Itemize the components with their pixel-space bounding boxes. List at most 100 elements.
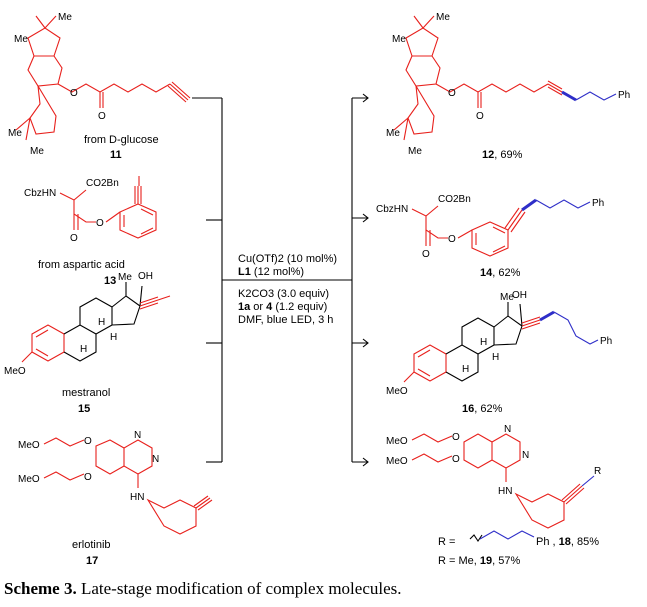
atom-label: R bbox=[594, 466, 601, 477]
atom-label: Me bbox=[118, 272, 132, 283]
gem-dimethyl bbox=[413, 15, 435, 29]
dioxolane-ring bbox=[405, 27, 439, 57]
atom-label: MeO bbox=[18, 440, 40, 451]
atom-label: OH bbox=[512, 290, 527, 301]
atom-label: N bbox=[152, 454, 159, 465]
ester-carbonyl bbox=[73, 214, 79, 230]
propyl-linker bbox=[535, 199, 591, 209]
atom-label: O bbox=[452, 432, 460, 443]
aniline-ring bbox=[146, 498, 197, 535]
product-label-14: 14, 62% bbox=[480, 267, 521, 279]
new-bond-highlight bbox=[539, 310, 555, 322]
reaction-conditions: Cu(OTf)2 (10 mol%) L1 (12 mol%) K2CO3 (3… bbox=[238, 253, 337, 326]
ethynyl bbox=[139, 295, 171, 310]
atom-label: H bbox=[480, 337, 487, 348]
atom-label: Me bbox=[8, 128, 22, 139]
atom-label: Ph bbox=[600, 336, 612, 347]
atom-label: H bbox=[98, 317, 105, 328]
methoxy-bond bbox=[403, 371, 415, 383]
benzene-ring bbox=[119, 203, 157, 239]
atom-label: O bbox=[448, 88, 456, 99]
compound-name: mestranol bbox=[62, 387, 110, 399]
atom-label: MeO bbox=[4, 366, 26, 377]
dioxolane-ring bbox=[27, 27, 61, 57]
atom-label: OH bbox=[138, 271, 153, 282]
reagent-text: 1a or 4 (1.2 equiv) bbox=[238, 301, 327, 313]
r-definition-18: Ph , 18, 85% bbox=[536, 536, 599, 548]
alkyne bbox=[167, 81, 191, 103]
atom-label: Me bbox=[408, 146, 422, 157]
atom-label: Ph bbox=[592, 198, 604, 209]
amino-acid-backbone bbox=[411, 205, 448, 239]
ligand-text: L1 (12 mol%) bbox=[238, 266, 304, 278]
wavy-attachment bbox=[469, 534, 483, 542]
benzyl-link bbox=[105, 211, 121, 223]
molecule-11: Me Me Me Me O O from D-glucose 11 bbox=[8, 12, 191, 161]
internal-alkyne bbox=[504, 207, 526, 233]
catalyst-text: Cu(OTf)2 (10 mol%) bbox=[238, 253, 337, 265]
r-definition-19: R = Me, 19, 57% bbox=[438, 555, 520, 567]
lower-gem-dimethyl bbox=[15, 117, 31, 141]
atom-label: Me bbox=[392, 34, 406, 45]
lower-gem-dimethyl bbox=[393, 117, 409, 141]
atom-label: CbzHN bbox=[376, 204, 408, 215]
atom-label: Me bbox=[436, 12, 450, 23]
atom-label: CbzHN bbox=[24, 188, 56, 199]
arrow-12 bbox=[352, 93, 369, 103]
arrow-18-19 bbox=[352, 457, 369, 467]
internal-alkyne bbox=[547, 80, 563, 96]
atom-label: O bbox=[448, 234, 456, 245]
compound-name: erlotinib bbox=[72, 539, 111, 551]
compound-number: 17 bbox=[86, 555, 98, 567]
aromatic-bonds bbox=[35, 329, 49, 357]
lower-dioxolane bbox=[407, 85, 435, 135]
ester-chain bbox=[57, 83, 171, 93]
d-ring bbox=[111, 295, 141, 326]
atom-label: O bbox=[452, 454, 460, 465]
propyl-linker bbox=[479, 530, 535, 540]
d-ring bbox=[493, 315, 523, 346]
molecule-15: MeO Me OH H H H mestranol 15 bbox=[4, 271, 171, 415]
c-ring bbox=[79, 297, 113, 335]
molecule-17: MeO MeO O O N N HN erlotinib 17 bbox=[18, 430, 213, 567]
b-ring bbox=[445, 344, 479, 382]
atom-label: H bbox=[80, 344, 87, 355]
methoxy-bond bbox=[21, 351, 33, 363]
quinazoline-benzo bbox=[95, 439, 125, 475]
internal-alkyne bbox=[521, 316, 541, 330]
methoxyethoxy-chains bbox=[411, 433, 453, 463]
carbonyl bbox=[477, 92, 482, 108]
atom-label: N bbox=[504, 424, 511, 435]
compound-number: 11 bbox=[110, 149, 122, 161]
quinazoline-pyrimidine bbox=[123, 439, 153, 475]
atom-label: MeO bbox=[386, 456, 408, 467]
atom-label: N bbox=[522, 450, 529, 461]
arrow-14 bbox=[352, 213, 369, 223]
product-16: MeO Me OH Ph H H H 16, 62% bbox=[386, 290, 612, 415]
compound-number: 13 bbox=[104, 275, 116, 287]
atom-label: Me bbox=[14, 34, 28, 45]
atom-label: MeO bbox=[18, 474, 40, 485]
product-18-19: MeO MeO O O N N HN R R = Ph , 18, 85% R … bbox=[386, 424, 601, 567]
atom-label: MeO bbox=[386, 436, 408, 447]
new-bond-highlight bbox=[521, 198, 537, 212]
atom-label: Ph bbox=[618, 90, 630, 101]
b-ring bbox=[63, 324, 97, 362]
base-text: K2CO3 (3.0 equiv) bbox=[238, 288, 329, 300]
atom-label: H bbox=[492, 352, 499, 363]
reaction-scheme: Me Me Me Me O O from D-glucose 11 CbzHN … bbox=[4, 12, 630, 567]
atom-label: HN bbox=[130, 492, 144, 503]
source-label: from D-glucose bbox=[84, 134, 159, 146]
compound-number: 15 bbox=[78, 403, 90, 415]
product-label-12: 12, 69% bbox=[482, 149, 523, 161]
atom-label: HN bbox=[498, 486, 512, 497]
atom-label: O bbox=[98, 111, 106, 122]
atom-label: H bbox=[110, 332, 117, 343]
arrow-16 bbox=[352, 338, 369, 348]
quinazoline-benzo bbox=[463, 433, 493, 469]
benzyl-link bbox=[457, 229, 473, 239]
atom-label: Me bbox=[500, 292, 514, 303]
atom-label: CO2Bn bbox=[438, 194, 471, 205]
product-label-16: 16, 62% bbox=[462, 403, 503, 415]
ester-chain bbox=[435, 83, 549, 93]
